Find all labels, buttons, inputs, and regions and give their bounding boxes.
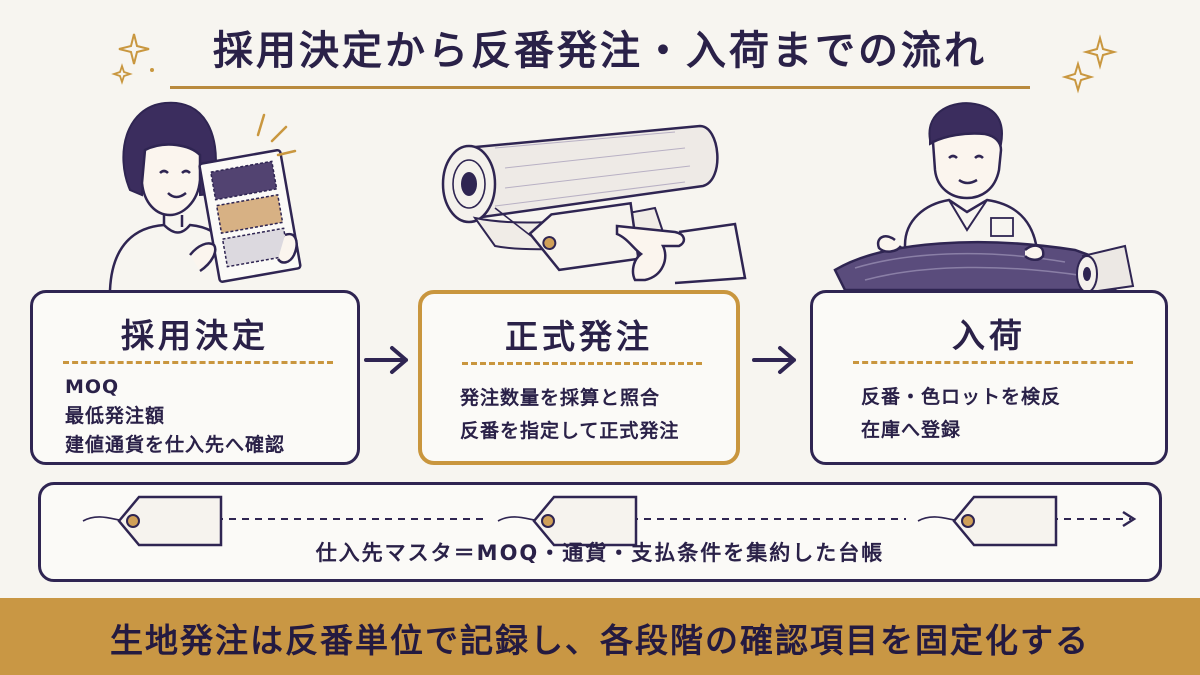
step-divider bbox=[462, 362, 702, 365]
fabric-roll-with-tag-illustration bbox=[441, 124, 747, 285]
step-card-adoption: 採用決定 MOQ 最低発注額 建値通貨を仕入先へ確認 bbox=[30, 290, 360, 465]
step-item: 反番・色ロットを検反 bbox=[861, 386, 1062, 408]
page-title: 採用決定から反番発注・入荷までの流れ bbox=[213, 28, 987, 74]
step-title: 入荷 bbox=[952, 316, 1026, 355]
tag-trail bbox=[216, 510, 1137, 528]
step-divider bbox=[63, 361, 333, 364]
step-items: 反番・色ロットを検反 在庫へ登録 bbox=[861, 381, 1061, 447]
step-item: 発注数量を採算と照合 bbox=[460, 387, 661, 409]
step-item: 反番を指定して正式発注 bbox=[460, 420, 680, 442]
supplier-master-strip: 仕入先マスタ＝MOQ・通貨・支払条件を集約した台帳 bbox=[38, 482, 1162, 582]
step-card-arrival: 入荷 反番・色ロットを検反 在庫へ登録 bbox=[810, 290, 1168, 465]
step-item: 在庫へ登録 bbox=[861, 419, 962, 441]
step-items: MOQ 最低発注額 建値通貨を仕入先へ確認 bbox=[65, 373, 285, 460]
summary-text: 生地発注は反番単位で記録し、各段階の確認項目を固定化する bbox=[110, 621, 1090, 660]
step-title: 正式発注 bbox=[505, 317, 653, 356]
sparkle-icon bbox=[111, 33, 154, 85]
arrow-right-icon bbox=[752, 346, 796, 374]
step-divider bbox=[853, 361, 1133, 364]
hang-tag-icon bbox=[82, 495, 223, 547]
step-items: 発注数量を採算と照合 反番を指定して正式発注 bbox=[460, 382, 679, 448]
step-item: MOQ bbox=[65, 376, 120, 398]
summary-banner: 生地発注は反番単位で記録し、各段階の確認項目を固定化する bbox=[0, 598, 1200, 675]
step-item: 最低発注額 bbox=[65, 405, 166, 427]
hang-tag-icon bbox=[497, 495, 638, 547]
step-title: 採用決定 bbox=[121, 316, 269, 355]
man-inspecting-fabric-illustration bbox=[833, 102, 1135, 294]
arrow-right-icon bbox=[364, 346, 408, 374]
sparkle-icon bbox=[1061, 34, 1118, 94]
woman-with-swatches-illustration bbox=[108, 101, 302, 291]
hang-tag-icon bbox=[917, 495, 1058, 547]
step-item: 建値通貨を仕入先へ確認 bbox=[65, 434, 286, 456]
title-underline bbox=[170, 86, 1030, 89]
step-card-order: 正式発注 発注数量を採算と照合 反番を指定して正式発注 bbox=[418, 290, 740, 465]
strip-caption: 仕入先マスタ＝MOQ・通貨・支払条件を集約した台帳 bbox=[315, 541, 885, 565]
